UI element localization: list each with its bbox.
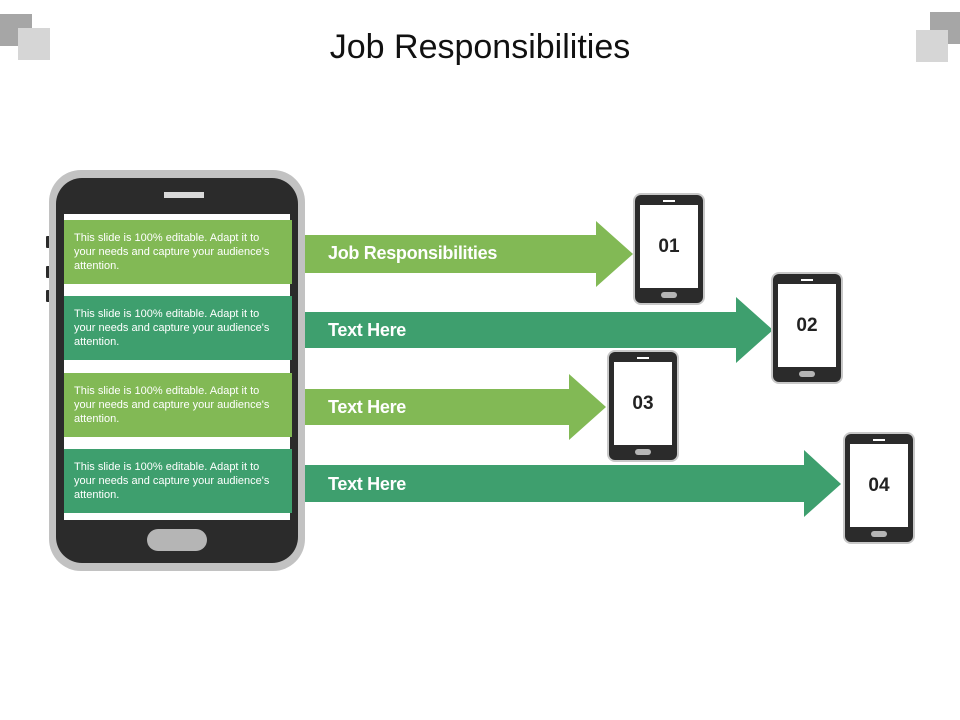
phone-side-button	[46, 290, 51, 302]
phone-speaker	[164, 192, 204, 198]
phone-side-button	[46, 236, 51, 248]
mini-phone-speaker	[801, 279, 813, 281]
arrow-label-2: Text Here	[328, 320, 407, 340]
mini-phone-speaker	[663, 200, 675, 202]
text-strip-4: This slide is 100% editable. Adapt it to…	[64, 449, 292, 513]
mini-phone-04: 04	[845, 434, 913, 542]
mini-phone-home-button	[799, 371, 815, 377]
mini-phone-speaker	[873, 439, 885, 441]
mini-phone-number: 03	[614, 362, 672, 445]
arrow-4	[305, 450, 841, 517]
arrow-2	[305, 297, 773, 363]
text-strip-2: This slide is 100% editable. Adapt it to…	[64, 296, 292, 360]
mini-phone-02: 02	[773, 274, 841, 382]
arrow-label-4: Text Here	[328, 474, 407, 494]
corner-square-top-right-light	[916, 30, 948, 62]
mini-phone-speaker	[637, 357, 649, 359]
mini-phone-home-button	[635, 449, 651, 455]
mini-phone-03: 03	[609, 352, 677, 460]
corner-square-top-left-light	[18, 28, 50, 60]
mini-phone-01: 01	[635, 195, 703, 303]
mini-phone-number: 02	[778, 284, 836, 367]
text-strip-3: This slide is 100% editable. Adapt it to…	[64, 373, 292, 437]
phone-side-button	[46, 266, 51, 278]
arrow-label-1: Job Responsibilities	[328, 243, 498, 263]
mini-phone-number: 01	[640, 205, 698, 288]
slide-title: Job Responsibilities	[329, 28, 631, 66]
mini-phone-home-button	[661, 292, 677, 298]
arrow-label-3: Text Here	[328, 397, 407, 417]
arrow-1	[305, 221, 633, 287]
text-strip-1: This slide is 100% editable. Adapt it to…	[64, 220, 292, 284]
phone-home-button	[147, 529, 207, 551]
mini-phone-home-button	[871, 531, 887, 537]
arrow-3	[305, 374, 606, 440]
mini-phone-number: 04	[850, 444, 908, 527]
